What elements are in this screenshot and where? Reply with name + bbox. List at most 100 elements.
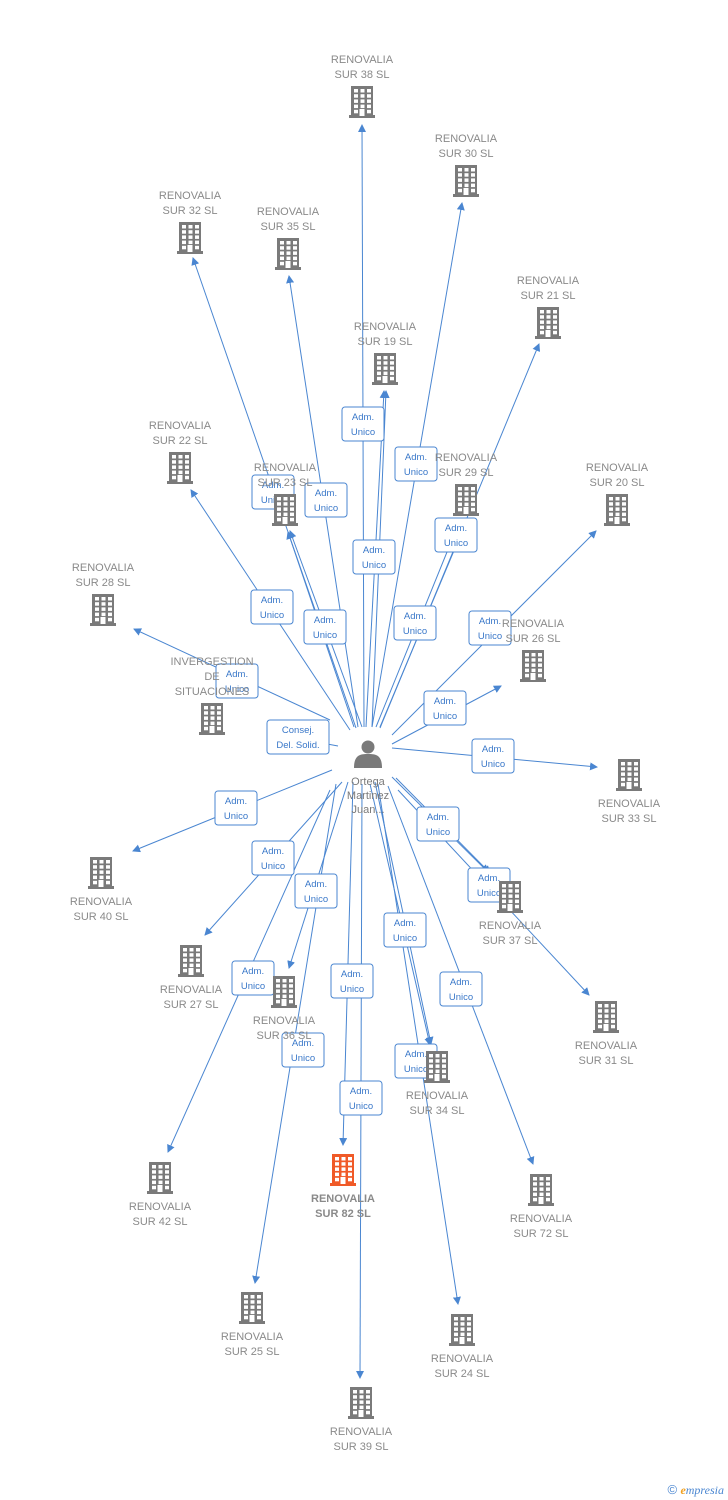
building-icon[interactable] [535, 307, 561, 339]
edge-label-sur28[interactable]: Adm.Unico [215, 663, 259, 699]
building-icon[interactable] [453, 484, 479, 516]
person-icon[interactable] [354, 740, 382, 769]
building-icon[interactable] [453, 165, 479, 197]
edge-label-sur29[interactable]: Adm.Unico [393, 605, 437, 641]
edge-label-sur25[interactable]: Adm.Unico [281, 1032, 325, 1068]
building-icon[interactable] [239, 1292, 265, 1324]
empresia-footer[interactable]: © empresia [668, 1482, 725, 1498]
edge-label-sur33[interactable]: Adm.Unico [471, 738, 515, 774]
edge-label-text: Unico [481, 759, 505, 770]
edge-label-sur26[interactable]: Adm.Unico [423, 690, 467, 726]
edge-label-sur42[interactable]: Adm.Unico [231, 960, 275, 996]
building-icon[interactable] [275, 238, 301, 270]
edge-label-sur27[interactable]: Adm.Unico [251, 840, 295, 876]
edge-label-sur72[interactable]: Adm.Unico [439, 971, 483, 1007]
edge-label-sur82[interactable]: Adm.Unico [330, 963, 374, 999]
building-icon[interactable] [88, 857, 114, 889]
edge-label-text: Unico [403, 626, 427, 637]
edge-label-text: Unico [351, 427, 375, 438]
building-icon[interactable] [199, 703, 225, 735]
company-label: RENOVALIA [330, 1426, 393, 1438]
edge-label-sur30[interactable]: Adm.Unico [394, 446, 438, 482]
edge-label-sur20[interactable]: Adm.Unico [468, 610, 512, 646]
edge-label-text: Adm. [394, 918, 416, 929]
edge-label-sur34[interactable]: Adm.Unico [383, 912, 427, 948]
edge-label-sur38[interactable]: Adm. Unico [341, 406, 385, 442]
building-icon[interactable] [593, 1001, 619, 1033]
edge-label-sur39[interactable]: Adm.Unico [339, 1080, 383, 1116]
building-icon[interactable] [349, 86, 375, 118]
edge-label-invergestion[interactable]: Consej. Del. Solid. [266, 719, 330, 755]
building-icon[interactable] [424, 1051, 450, 1083]
edge-label-text: Adm. [292, 1038, 314, 1049]
building-icon[interactable] [449, 1314, 475, 1346]
edge-label-text: Consej. [282, 725, 314, 736]
company-label: RENOVALIA [70, 896, 133, 908]
building-icon[interactable] [330, 1154, 356, 1186]
building-icon[interactable] [178, 945, 204, 977]
building-icon[interactable] [147, 1162, 173, 1194]
edge-label-sur37[interactable]: Adm.Unico [416, 806, 460, 842]
building-icon[interactable] [167, 452, 193, 484]
building-icon[interactable] [272, 494, 298, 526]
building-icon[interactable] [271, 976, 297, 1008]
edge-label-sur23[interactable]: Adm.Unico [303, 609, 347, 645]
building-icon[interactable] [90, 594, 116, 626]
edge-label-text: Unico [225, 684, 249, 695]
edge-label-sur22[interactable]: Adm.Unico [250, 589, 294, 625]
building-icon[interactable] [528, 1174, 554, 1206]
edge-label-text: Adm. [352, 412, 374, 423]
building-icon[interactable] [520, 650, 546, 682]
edge-label-text: Del. Solid. [276, 740, 319, 751]
edge-label-sur21[interactable]: Adm.Unico [434, 517, 478, 553]
company-label: RENOVALIA [311, 1193, 375, 1205]
edge-labels-layer: Adm.UnicoAdm.UnicoAdm.UnicoAdm.UnicoAdm.… [214, 406, 515, 1116]
building-icon[interactable] [348, 1387, 374, 1419]
edge-label-sur35[interactable]: Adm.Unico [304, 482, 348, 518]
building-icon[interactable] [616, 759, 642, 791]
building-icon[interactable] [372, 353, 398, 385]
edge-label-box [471, 738, 515, 774]
company-label: RENOVALIA [254, 462, 317, 474]
edge-label-sur36[interactable]: Adm.Unico [294, 873, 338, 909]
person-label: Juan... [351, 804, 384, 816]
building-icon[interactable] [497, 881, 523, 913]
edge-label-text: Unico [241, 981, 265, 992]
company-label: SUR 34 SL [409, 1105, 464, 1117]
company-label: SITUACIONES [175, 686, 250, 698]
edge-label-sur19[interactable]: Adm.Unico [352, 539, 396, 575]
building-icon[interactable] [604, 494, 630, 526]
center-person-node[interactable]: OrtegaMartinezJuan... [347, 740, 389, 817]
edge-label-text: Adm. [478, 873, 500, 884]
edge-label-sur40[interactable]: Adm.Unico [214, 790, 258, 826]
edge-label-text: Adm. [350, 1086, 372, 1097]
company-label: RENOVALIA [517, 275, 580, 287]
building-icon[interactable] [177, 222, 203, 254]
